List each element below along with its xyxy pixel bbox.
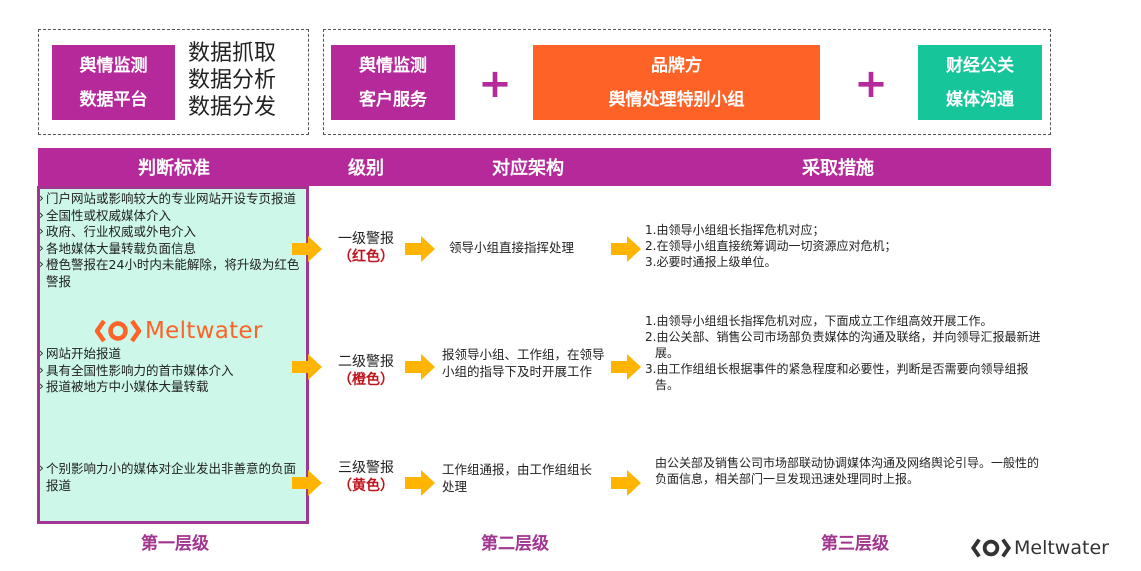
org-row2: 报领导小组、工作组，在领导小组的指导下及时开展工作 <box>442 347 605 379</box>
service-line2: 客户服务 <box>359 89 427 110</box>
header-measures: 采取措施 <box>802 158 874 179</box>
level-color: （橙色） <box>338 372 394 388</box>
meltwater-mark-icon <box>95 319 141 343</box>
list-item: 全国性或权威媒体介入 <box>39 207 306 225</box>
monitoring-client-service-box: 舆情监测 客户服务 <box>331 45 455 120</box>
media-line2: 媒体沟通 <box>946 89 1014 110</box>
arrow-right-icon <box>405 354 435 380</box>
org-row1: 领导小组直接指挥处理 <box>449 240 575 255</box>
arrow-right-icon <box>611 236 641 262</box>
level-color: （黄色） <box>338 478 394 494</box>
criteria-list-row2: 网站开始报道 具有全国性影响力的首市媒体介入 报道被地方中小媒体大量转载 <box>39 345 306 396</box>
list-item: 门户网站或影响较大的专业网站开设专页报道 <box>39 190 306 208</box>
arrow-right-icon <box>292 470 322 496</box>
level-label: 二级警报 <box>338 354 394 370</box>
meltwater-wordmark: Meltwater <box>1014 537 1109 559</box>
arrow-right-icon <box>292 236 322 262</box>
media-line1: 财经公关 <box>946 55 1014 76</box>
tier-label-3: 第三层级 <box>821 534 889 554</box>
arrow-right-icon <box>611 354 641 380</box>
data-platform-group <box>38 29 309 135</box>
brand-special-team-box: 品牌方 舆情处理特别小组 <box>533 45 820 120</box>
level-row3: 三级警报 （黄色） <box>326 459 406 495</box>
level-label: 三级警报 <box>338 460 394 476</box>
meltwater-footer-logo: Meltwater <box>971 537 1109 559</box>
platform-functions: 数据抓取 数据分析 数据分发 <box>188 40 303 121</box>
list-item: 2.由公关部、销售公司市场部负责媒体的沟通及联络，并向领导汇报最新进展。 <box>645 330 1041 360</box>
service-group <box>323 29 1051 135</box>
financial-pr-media-box: 财经公关 媒体沟通 <box>918 45 1042 120</box>
platform-line2: 数据平台 <box>79 89 148 110</box>
platform-line1: 舆情监测 <box>79 55 148 76</box>
measures-row3: 由公关部及销售公司市场部联动协调媒体沟通及网络舆论引导。一般性的负面信息，相关部… <box>655 455 1045 487</box>
function-item: 数据抓取 <box>188 41 277 66</box>
service-line1: 舆情监测 <box>359 55 427 76</box>
plus-sign: + <box>854 61 888 107</box>
brand-line1: 品牌方 <box>651 55 702 76</box>
level-row1: 一级警报 （红色） <box>326 230 406 266</box>
list-item: 橙色警报在24小时内未能解除，将升级为红色警报 <box>39 256 306 290</box>
list-item: 由公关部及销售公司市场部联动协调媒体沟通及网络舆论引导。一般性的负面信息，相关部… <box>655 456 1040 486</box>
list-item: 1.由领导小组组长指挥危机对应，下面成立工作组高效开展工作。 <box>645 314 993 328</box>
measures-row2: 1.由领导小组组长指挥危机对应，下面成立工作组高效开展工作。 2.由公关部、销售… <box>645 313 1045 393</box>
plus-sign: + <box>478 61 512 107</box>
list-item: 政府、行业权威或外电介入 <box>39 223 306 241</box>
list-item: 1.由领导小组组长指挥危机对应； <box>645 223 825 237</box>
list-item: 2.在领导小组直接统筹调动一切资源应对危机； <box>645 239 897 253</box>
meltwater-wordmark: Meltwater <box>145 318 263 344</box>
tier-label-1: 第一层级 <box>141 534 209 554</box>
list-item: 3.由工作组组长根据事件的紧急程度和必要性，判断是否需要向领导组报告。 <box>645 362 1029 392</box>
list-item: 3.必要时通报上级单位。 <box>645 255 777 269</box>
list-item: 报道被地方中小媒体大量转载 <box>39 378 306 396</box>
function-item: 数据分析 <box>188 68 277 93</box>
list-item: 各地媒体大量转载负面信息 <box>39 240 306 258</box>
meltwater-mark-icon <box>971 538 1011 558</box>
arrow-right-icon <box>405 470 435 496</box>
criteria-list-row3: 个别影响力小的媒体对企业发出非善意的负面报道 <box>39 460 306 494</box>
header-criteria: 判断标准 <box>138 158 210 179</box>
list-item: 网站开始报道 <box>39 345 306 363</box>
list-item: 个别影响力小的媒体对企业发出非善意的负面报道 <box>39 460 306 494</box>
level-color: （红色） <box>338 249 394 265</box>
criteria-list-row1: 门户网站或影响较大的专业网站开设专页报道 全国性或权威媒体介入 政府、行业权威或… <box>39 190 306 290</box>
function-item: 数据分发 <box>188 95 277 120</box>
measures-row1: 1.由领导小组组长指挥危机对应； 2.在领导小组直接统筹调动一切资源应对危机； … <box>645 222 1045 270</box>
brand-line2: 舆情处理特别小组 <box>608 89 745 110</box>
tier-label-2: 第二层级 <box>481 534 549 554</box>
monitoring-data-platform-box: 舆情监测 数据平台 <box>52 45 175 120</box>
arrow-right-icon <box>611 470 641 496</box>
list-item: 具有全国性影响力的首市媒体介入 <box>39 362 306 380</box>
org-row3: 工作组通报，由工作组组长处理 <box>442 462 593 494</box>
arrow-right-icon <box>292 354 322 380</box>
meltwater-logo: Meltwater <box>95 318 263 344</box>
table-header: 判断标准 级别 对应架构 采取措施 <box>38 148 1051 186</box>
arrow-right-icon <box>405 236 435 262</box>
header-org: 对应架构 <box>492 158 564 179</box>
level-label: 一级警报 <box>338 231 394 247</box>
header-level: 级别 <box>348 158 384 179</box>
level-row2: 二级警报 （橙色） <box>326 353 406 389</box>
